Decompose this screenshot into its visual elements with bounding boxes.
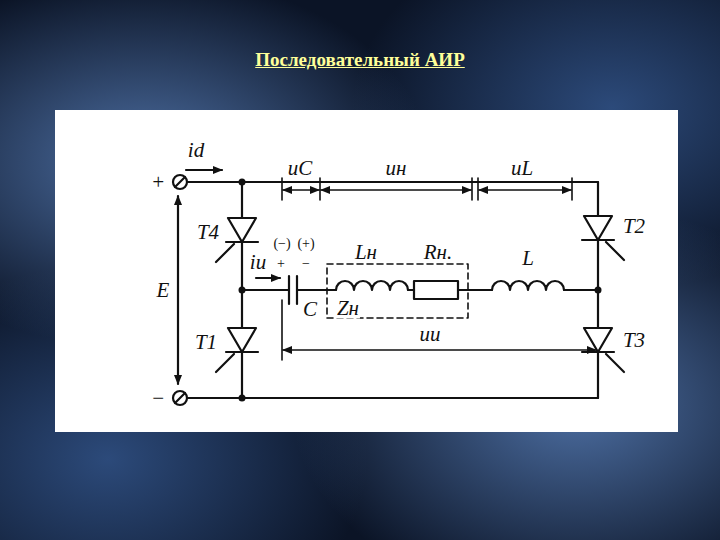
voltage-label: E [156, 280, 171, 301]
terminal-sign: + [150, 172, 166, 193]
terminal [173, 175, 187, 189]
capacitor-label: C [302, 299, 318, 320]
load-label: Zн [336, 298, 360, 319]
polarity-mark: − [301, 257, 311, 271]
resistor-symbol [414, 281, 458, 299]
inductor-symbol [336, 281, 408, 290]
inductor-label: Lн [354, 242, 378, 263]
thyristor-label: T1 [194, 332, 218, 353]
capacitor-symbol [289, 276, 297, 304]
inductor-symbol [492, 281, 564, 290]
load-bracket [327, 264, 468, 318]
current-label: id [187, 140, 205, 161]
inductor-label: L [521, 248, 535, 269]
slide-title: Последовательный АИР [0, 49, 720, 71]
voltage-label: uн [385, 158, 408, 179]
polarity-mark: (−) [272, 237, 291, 251]
terminal [173, 391, 187, 405]
thyristor-symbol [582, 216, 624, 260]
current-label: iи [249, 252, 267, 273]
thyristor-label: T3 [622, 330, 646, 351]
resistor-label: Rн. [423, 242, 454, 263]
polarity-mark: (+) [296, 237, 315, 251]
polarity-mark: + [276, 257, 286, 271]
thyristor-label: T4 [196, 222, 220, 243]
voltage-label: uи [419, 324, 442, 345]
white-panel [55, 110, 678, 432]
thyristor-symbol [216, 328, 258, 372]
voltage-label: uL [510, 158, 534, 179]
terminal-sign: − [150, 388, 166, 409]
top-rail [187, 181, 598, 183]
thyristor-label: T2 [622, 216, 646, 237]
bottom-rail [187, 397, 598, 399]
voltage-label: uC [287, 158, 314, 179]
